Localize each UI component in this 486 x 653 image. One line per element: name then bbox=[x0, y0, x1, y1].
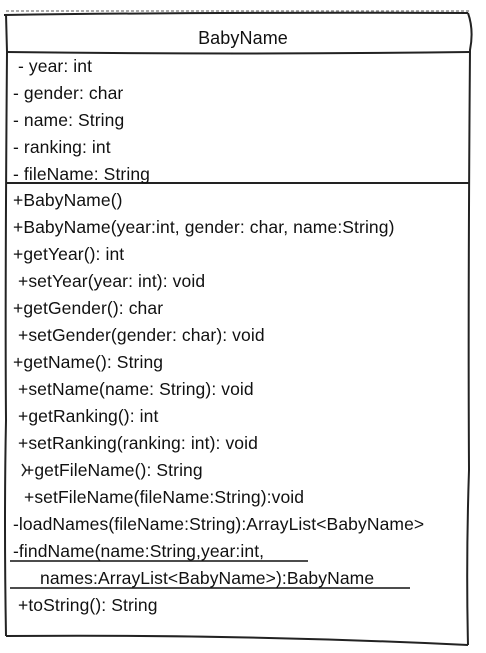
method-constructor-default: +BabyName() bbox=[13, 190, 123, 210]
method-get-year: +getYear(): int bbox=[13, 244, 125, 264]
attribute-ranking: - ranking: int bbox=[13, 137, 111, 157]
right-border bbox=[466, 12, 473, 646]
attribute-name: - name: String bbox=[13, 110, 125, 130]
method-get-name: +getName(): String bbox=[13, 352, 164, 372]
class-name: BabyName bbox=[198, 28, 288, 48]
pen-mark bbox=[21, 463, 27, 477]
title-divider bbox=[5, 51, 471, 55]
attribute-gender: - gender: char bbox=[13, 83, 124, 103]
method-set-name: +setName(name: String): void bbox=[18, 379, 254, 399]
top-border bbox=[3, 11, 469, 16]
attributes-divider bbox=[6, 181, 470, 184]
method-get-ranking: +getRanking(): int bbox=[18, 406, 159, 426]
method-set-filename: +setFileName(fileName:String):void bbox=[24, 487, 305, 507]
method-to-string: +toString(): String bbox=[18, 595, 158, 615]
method-constructor-full: +BabyName(year:int, gender: char, name:S… bbox=[13, 217, 395, 237]
attribute-filename: - fileName: String bbox=[13, 164, 150, 184]
method-find-name-line-1: -findName(name:String,year:int, bbox=[13, 541, 265, 561]
method-find-name-line-2: names:ArrayList<BabyName>):BabyName bbox=[40, 568, 375, 588]
method-load-names: -loadNames(fileName:String):ArrayList<Ba… bbox=[13, 514, 425, 534]
attribute-year: - year: int bbox=[18, 56, 93, 76]
bottom-border bbox=[5, 634, 469, 646]
method-get-filename: +getFileName(): String bbox=[24, 460, 203, 480]
method-set-ranking: +setRanking(ranking: int): void bbox=[18, 433, 258, 453]
method-get-gender: +getGender(): char bbox=[13, 298, 164, 318]
left-border bbox=[4, 13, 9, 637]
method-set-year: +setYear(year: int): void bbox=[18, 271, 206, 291]
method-set-gender: +setGender(gender: char): void bbox=[18, 325, 265, 345]
